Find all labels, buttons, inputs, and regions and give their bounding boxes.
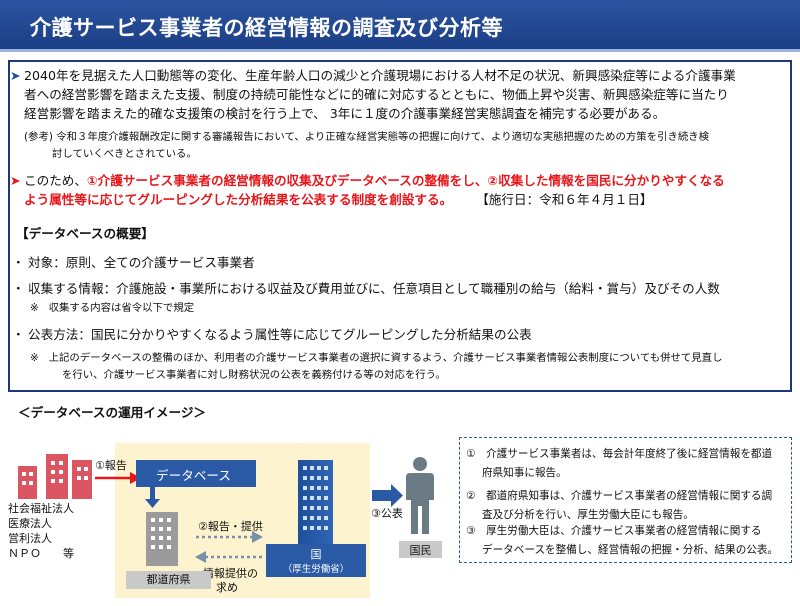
- collect-note: ※ 収集する内容は省令以下で規定: [30, 302, 195, 314]
- operation-title: ＜データベースの運用イメージ＞: [18, 405, 207, 420]
- national-sub-label: （厚生労働省）: [282, 564, 350, 575]
- notes-box: [459, 437, 792, 563]
- prefecture-building-icon: [146, 512, 178, 566]
- citizen-person-icon: [406, 457, 434, 534]
- note-2-line-1: ② 都道府県知事は、介護サービス事業者の経営情報に関する調: [466, 490, 773, 502]
- note-3-line-1: ③ 厚生労働大臣は、介護サービス事業者の経営情報に関する: [466, 525, 762, 537]
- information-request-label-1: 情報提供の: [203, 567, 258, 580]
- reference-note-line-1: (参考) 令和３年度介護報酬改定に関する審議報告において、より正確な経営実態等の…: [24, 131, 710, 143]
- organization-medical: 医療法人: [8, 517, 52, 530]
- database-down-arrow-icon: [145, 487, 160, 508]
- arrow-marker-icon: ➤: [10, 173, 21, 188]
- database-label: データベース: [156, 468, 231, 483]
- report-provide-arrow-icon: [196, 531, 263, 543]
- note-1-line-2: 府県知事に報告。: [482, 467, 567, 479]
- other-note-line-1: ※ 上記のデータベースの整備のほか、利用者の介護サービス事業者の選択に資するよう…: [30, 352, 723, 364]
- information-request-arrow-icon: [195, 551, 262, 563]
- other-note-line-2: を行い、介護サービス事業者に対し財務状況の公表を義務付ける等の対応を行う。: [62, 369, 446, 381]
- note-2-line-2: 査及び分析を行い、厚生労働大臣にも報告。: [482, 509, 694, 521]
- publish-label: ③公表: [371, 507, 403, 520]
- note-3-line-2: データベースを整備し、経営情報の把握・分析、結果の公表。: [482, 544, 779, 556]
- national-building-icon: [298, 460, 333, 544]
- report-arrow-icon: [95, 472, 141, 484]
- provider-buildings-icon: [18, 454, 92, 499]
- note-1-line-1: ① 介護サービス事業者は、毎会計年度終了後に経営情報を都道: [466, 448, 773, 460]
- information-request-label-2: 求め: [216, 581, 238, 594]
- provider-organizations: 社会福祉法人 医療法人 営利法人 ＮＰＯ 等: [8, 501, 74, 561]
- national-label-box: [266, 544, 366, 577]
- database-heading: 【データベースの概要】: [16, 226, 154, 241]
- publish-arrow-icon: [372, 484, 403, 507]
- citizens-label-box: [399, 541, 442, 558]
- page-title: 介護サービス事業者の経営情報の調査及び分析等: [30, 16, 503, 40]
- organization-for-profit: 営利法人: [8, 532, 52, 545]
- prefecture-label: 都道府県: [126, 571, 211, 589]
- summary-box: [8, 60, 792, 392]
- report-label: ①報告: [95, 459, 127, 472]
- arrow-marker-icon: ➤: [10, 68, 21, 83]
- page-header: 介護サービス事業者の経営情報の調査及び分析等: [0, 0, 800, 52]
- organization-npo: ＮＰＯ 等: [8, 547, 74, 560]
- national-label: 国: [310, 548, 322, 561]
- reference-note-line-2: 討していくべきとされている。: [52, 148, 197, 160]
- citizens-label: 国民: [409, 544, 432, 557]
- database-box: [136, 460, 256, 487]
- effective-date: 【施行日：令和６年４月１日】: [476, 192, 653, 207]
- report-provide-label: ②報告・提供: [198, 520, 263, 533]
- organization-social-welfare: 社会福祉法人: [8, 502, 74, 515]
